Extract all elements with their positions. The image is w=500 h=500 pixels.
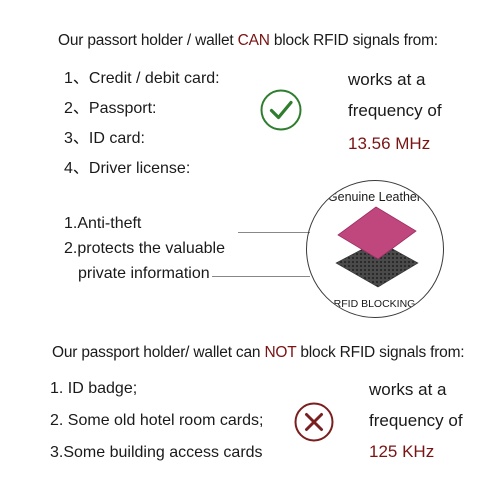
can-item-passport: 2、Passport:	[64, 100, 157, 117]
cannot-emphasis: NOT	[264, 344, 297, 361]
x-circle-icon	[294, 402, 334, 442]
can-block-heading: Our passort holder / wallet CAN block RF…	[58, 32, 438, 49]
rfid-badge: Genuine Leather RFID BLOCKING	[306, 180, 444, 318]
cannot-frequency-line2: frequency of	[369, 411, 463, 430]
can-frequency-line1: works at a	[348, 70, 426, 89]
feature-private-info: private information	[78, 265, 210, 282]
can-item-credit-card: 1、Credit / debit card:	[64, 70, 220, 87]
can-frequency-line2: frequency of	[348, 101, 442, 120]
badge-top-label: Genuine Leather	[327, 190, 422, 204]
feature-anti-theft: 1.Anti-theft	[64, 215, 142, 232]
can-item-id-card: 3、ID card:	[64, 130, 145, 147]
can-emphasis: CAN	[237, 32, 270, 49]
connector-bottom-line	[212, 276, 310, 277]
check-circle-icon	[260, 89, 302, 131]
badge-bottom-label: RFID BLOCKING	[333, 298, 416, 310]
cannot-item-hotel-cards: 2. Some old hotel room cards;	[50, 412, 264, 429]
leather-layers-icon	[335, 206, 419, 288]
cannot-frequency-value: 125 KHz	[369, 442, 435, 461]
cannot-block-heading: Our passport holder/ wallet can NOT bloc…	[52, 344, 465, 361]
connector-top-line	[238, 232, 310, 233]
cannot-item-id-badge: 1. ID badge;	[50, 380, 138, 397]
feature-protects: 2.protects the valuable	[64, 240, 225, 257]
can-frequency-value: 13.56 MHz	[348, 134, 431, 153]
cannot-item-building-cards: 3.Some building access cards	[50, 444, 263, 461]
can-item-driver-license: 4、Driver license:	[64, 160, 191, 177]
cannot-frequency-line1: works at a	[369, 380, 447, 399]
